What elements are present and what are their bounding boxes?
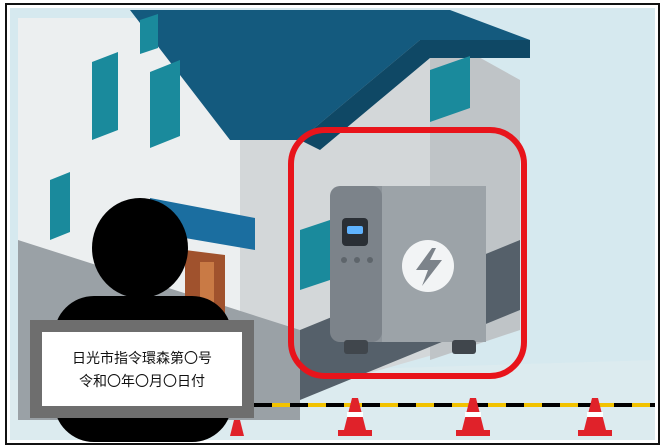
window-mid-upper — [150, 60, 180, 148]
house-roof-edge — [300, 40, 530, 150]
battery-foot-right — [452, 340, 476, 354]
window-top — [140, 14, 158, 54]
traffic-cone-1 — [338, 398, 372, 436]
lightning-bolt-icon — [402, 240, 454, 292]
traffic-cone-2 — [456, 398, 490, 436]
traffic-cone-3 — [578, 398, 612, 436]
battery-highlight-outline — [288, 127, 527, 379]
door-panel — [200, 262, 214, 308]
traffic-cone-4 — [230, 420, 244, 436]
battery-foot-left — [344, 340, 368, 354]
window-side-lower — [300, 220, 330, 290]
window-left-upper — [92, 52, 118, 140]
window-left-lower — [50, 172, 70, 240]
sign-line-2: 令和〇年〇月〇日付 — [79, 374, 205, 390]
window-side-upper — [430, 56, 470, 122]
house-roof — [130, 10, 530, 140]
entrance-canopy — [150, 198, 255, 250]
sign-line-1: 日光市指令環森第〇号 — [72, 350, 212, 367]
permit-sign: 日光市指令環森第〇号 令和〇年〇月〇日付 — [30, 320, 254, 418]
